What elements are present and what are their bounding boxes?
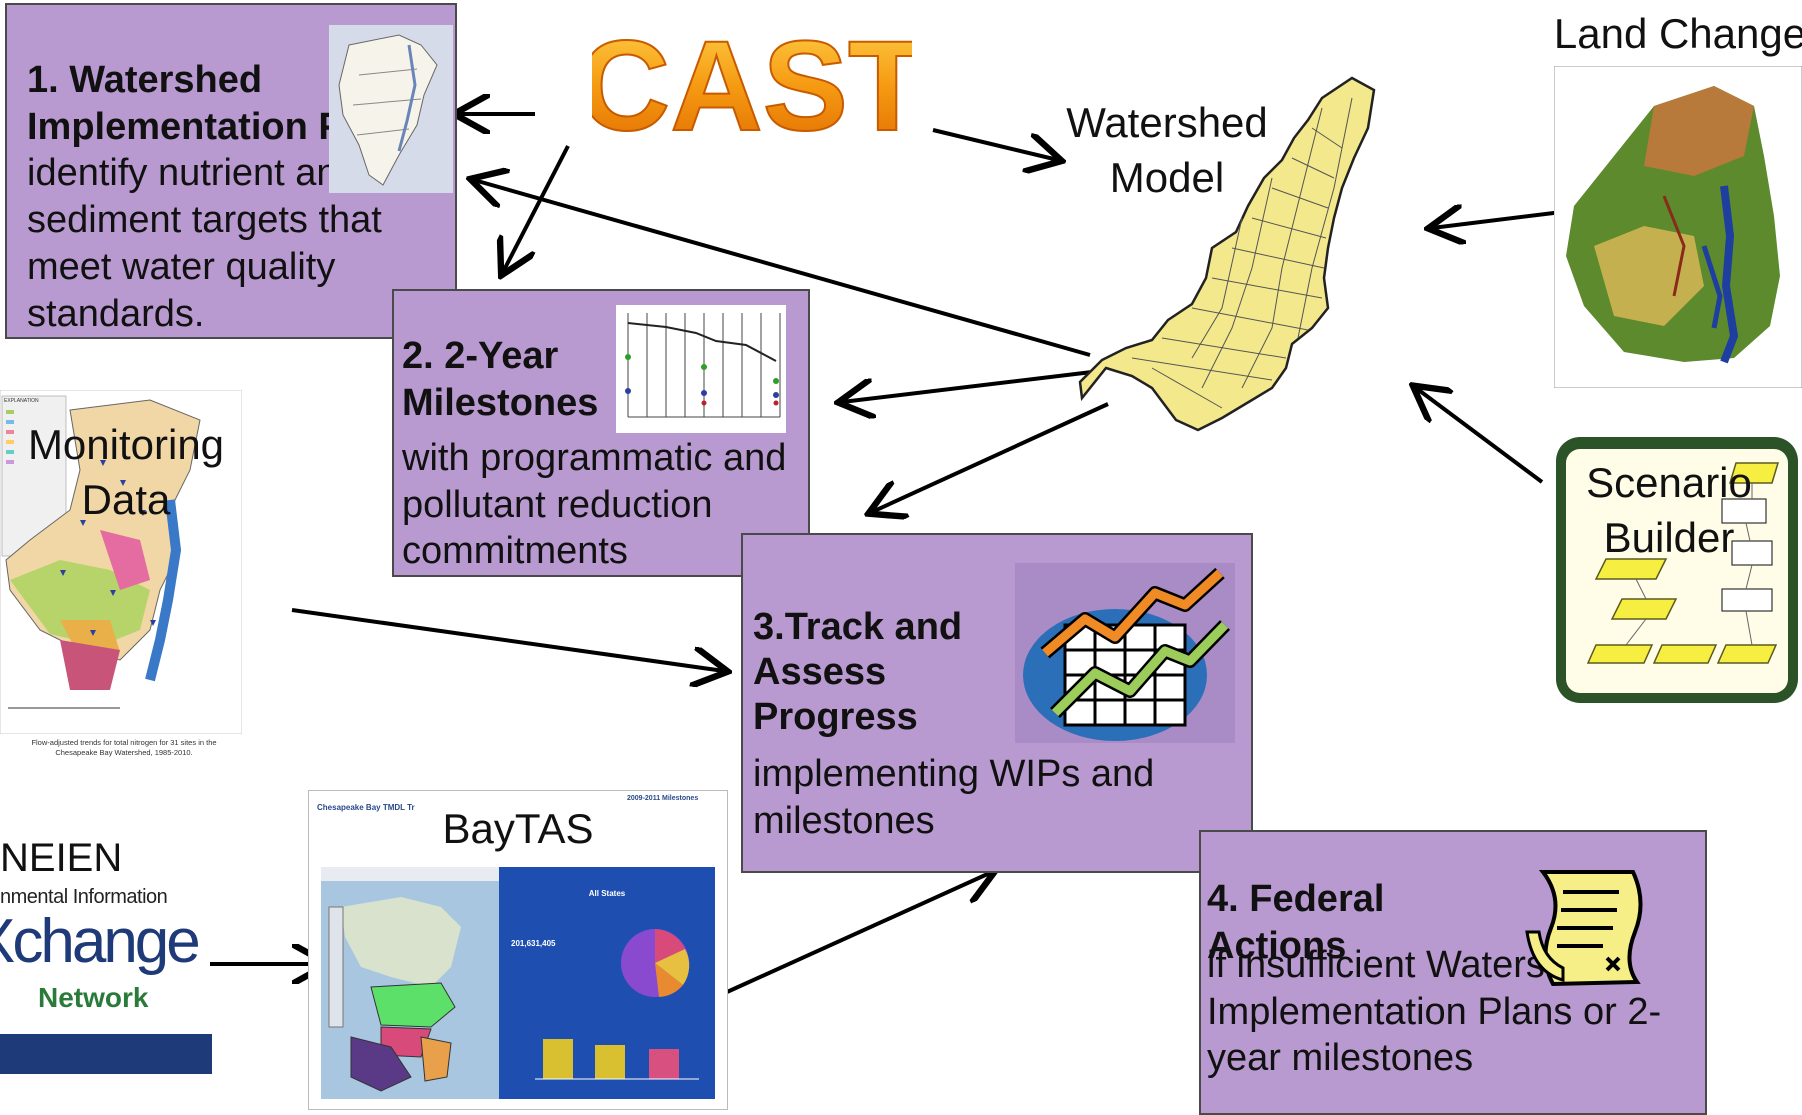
neien-network: Network (38, 982, 149, 1013)
neien-bar (0, 1034, 212, 1074)
watershed-model-label: Watershed Model (1066, 99, 1268, 201)
document-icon (1525, 870, 1643, 987)
cast-logo: CAST (592, 22, 912, 142)
milestones-heading: 2. 2-Year Milestones (402, 335, 599, 424)
scenario-builder-image (1556, 437, 1798, 703)
milestones-body: with programmatic and pollutant reductio… (402, 437, 787, 573)
neien-subtitle: nmental Information (0, 886, 168, 908)
baytas-panel-value: 201,631,405 (511, 939, 556, 948)
baytas-panel-title: All States (588, 889, 626, 898)
watershed-map-image (1078, 76, 1376, 432)
baytas-screen-title: Chesapeake Bay TMDL Tr (317, 803, 415, 812)
wip-body: identify nutrient and sediment targets t… (27, 152, 382, 335)
monitoring-caption: Flow-adjusted trends for total nitrogen … (31, 738, 217, 757)
wip-map-image (329, 25, 453, 193)
scenario-builder-label: Scenario Builder (1586, 459, 1752, 561)
baytas-label: BayTAS (420, 802, 616, 857)
monitoring-data-label: Monitoring Data (27, 421, 225, 523)
wip-text: 1. Watershed Implementation Plans identi… (27, 57, 455, 337)
monitoring-map-image: EXPLANATION (0, 390, 242, 734)
neien-logo: NEIEN nmental Information Xchange Networ… (0, 836, 214, 1076)
progress-chart-icon (1015, 563, 1235, 743)
federal-heading: 4. Federal Actions (1207, 878, 1385, 967)
baytas-screenshot: Chesapeake Bay TMDL Tr 2009-2011 Milesto… (308, 790, 728, 1110)
svg-text:EXPLANATION: EXPLANATION (4, 398, 39, 404)
federal-box: 4. Federal Actions if insufficient Water… (1199, 830, 1707, 1115)
milestones-chart-image (616, 305, 786, 433)
wip-box: 1. Watershed Implementation Plans identi… (5, 3, 457, 339)
track-box: 3.Track and Assess Progress implementing… (741, 533, 1253, 873)
track-body: implementing WIPs and milestones (753, 753, 1155, 842)
track-heading: 3.Track and Assess Progress (753, 606, 963, 738)
neien-title: NEIEN (0, 836, 123, 880)
baytas-milestones-tab: 2009-2011 Milestones (627, 795, 699, 802)
neien-exchange: Xchange (0, 907, 201, 976)
land-change-map-image (1554, 66, 1802, 388)
milestones-box: 2. 2-Year Milestones with programmatic a… (392, 289, 810, 577)
cast-title: CAST (592, 22, 912, 142)
